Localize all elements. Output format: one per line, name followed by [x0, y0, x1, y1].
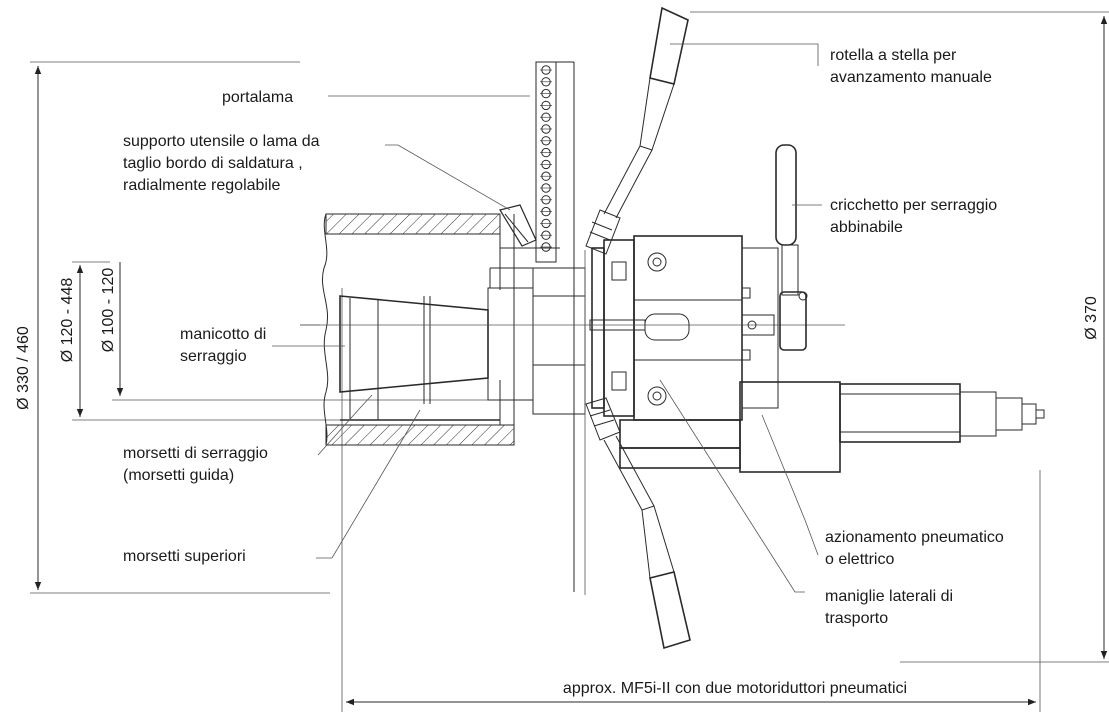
star-wheel-lower-spoke — [585, 397, 691, 650]
label-manicotto-line1: manicotto di — [180, 326, 266, 343]
dimension-overall-length: approx. MF5i-II con due motoriduttori pn… — [341, 288, 1041, 712]
dimension-label-330-460: Ø 330 / 460 — [15, 326, 32, 410]
dimension-120-448: Ø 120 - 448 — [59, 261, 340, 421]
tool-holder-column — [535, 61, 586, 595]
cutting-blade — [499, 204, 537, 247]
label-morsetti-serraggio-line2: (morsetti guida) — [123, 467, 234, 484]
dimension-370: Ø 370 — [690, 11, 1109, 663]
label-supporto-line2: taglio bordo di saldatura , — [123, 155, 303, 172]
star-wheel-upper-spoke — [585, 6, 689, 255]
label-supporto-line3: radialmente regolabile — [123, 177, 281, 194]
label-morsetti-superiori: morsetti superiori — [123, 548, 246, 565]
dimension-label-100-120: Ø 100 - 120 — [100, 268, 117, 353]
label-cricchetto-line2: abbinabile — [830, 219, 903, 236]
label-rotella-line1: rotella a stella per — [830, 47, 957, 64]
clamping-mandrel — [339, 247, 586, 421]
dimension-label-120-448: Ø 120 - 448 — [59, 278, 76, 363]
leader-lines — [272, 43, 822, 593]
label-azionamento-line1: azionamento pneumatico — [825, 529, 1004, 546]
dimension-330-460: Ø 330 / 460 — [15, 61, 330, 594]
dimension-100-120: Ø 100 - 120 — [100, 262, 500, 401]
label-maniglie-line2: trasporto — [825, 610, 888, 627]
label-morsetti-serraggio-line1: morsetti di serraggio — [123, 445, 268, 462]
callout-labels: portalama supporto utensile o lama da ta… — [123, 47, 1004, 627]
label-cricchetto-line1: cricchetto per serraggio — [830, 197, 997, 214]
label-azionamento-line2: o elettrico — [825, 551, 894, 568]
dimension-label-370: Ø 370 — [1083, 296, 1100, 340]
label-maniglie-line1: maniglie laterali di — [825, 588, 953, 605]
label-portalama: portalama — [222, 89, 293, 106]
length-note-label: approx. MF5i-II con due motoriduttori pn… — [563, 680, 907, 697]
pipe-section — [322, 213, 515, 446]
machine-housing — [300, 235, 845, 469]
label-supporto-line1: supporto utensile o lama da — [123, 133, 320, 150]
label-rotella-line2: avanzamento manuale — [830, 69, 992, 86]
label-manicotto-line2: serraggio — [180, 348, 247, 365]
pneumatic-drive — [739, 381, 1045, 473]
ratchet-handle — [775, 144, 808, 351]
